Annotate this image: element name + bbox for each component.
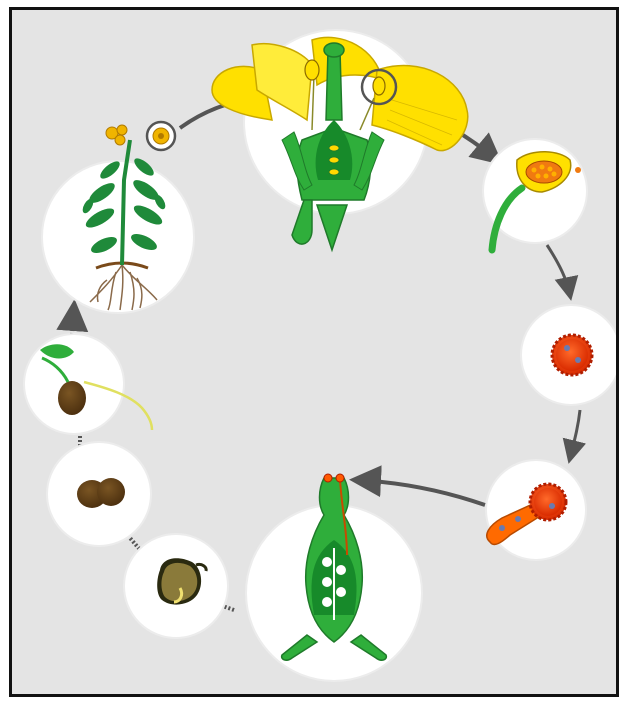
pollen-grain-icon: [552, 335, 592, 375]
split-seed-icon: [77, 478, 125, 508]
arrow-pollen-to-tube: [570, 410, 580, 458]
life-cycle-diagram: [9, 7, 619, 697]
circle-flowering-plant: [42, 161, 194, 313]
arrow-seedling-to-plant: [72, 307, 74, 335]
arrow-anther-to-pollen: [547, 245, 570, 295]
life-cycle-canvas: [12, 10, 616, 694]
arrow-tube-to-pistil: [357, 480, 485, 505]
